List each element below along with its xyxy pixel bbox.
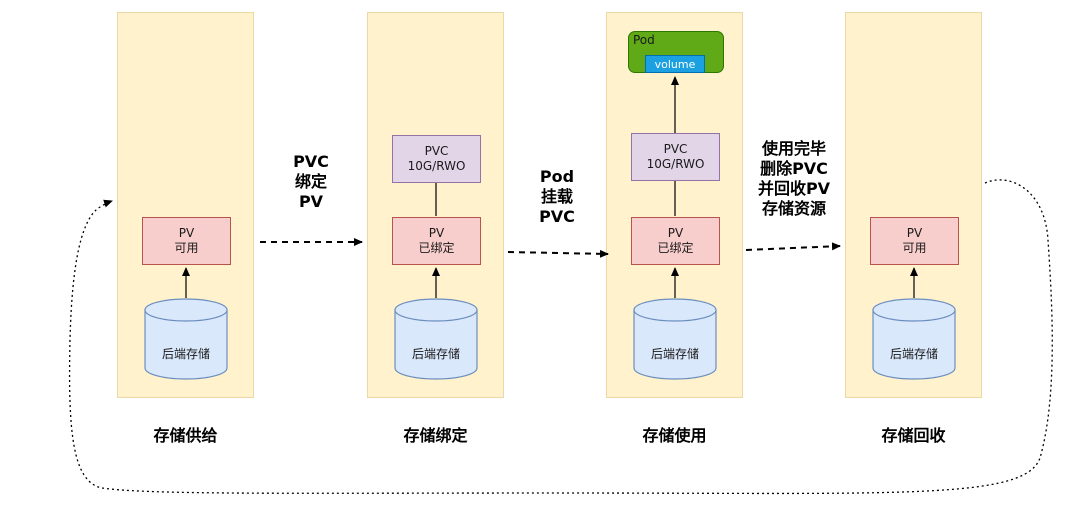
pv-box-reclaiming: PV 可用 (870, 217, 959, 265)
database-cylinder-icon (394, 298, 478, 380)
backend-storage-label: 后端存储 (889, 347, 938, 361)
transition-label-reclaim: 使用完毕 删除PVC 并回收PV 存储资源 (757, 139, 831, 218)
pvc-label: PVC (424, 144, 449, 158)
stage-title-binding: 存储绑定 (403, 426, 468, 445)
pod-label: Pod (633, 33, 655, 47)
transition-label-bind: PVC 绑定 PV (293, 152, 329, 211)
pv-label: PV (178, 226, 195, 240)
backend-storage-label: 后端存储 (161, 347, 210, 361)
pv-status: 可用 (174, 241, 199, 255)
pv-status: 可用 (902, 241, 927, 255)
pvc-capacity: 10G/RWO (407, 159, 466, 173)
database-cylinder-icon (144, 298, 228, 380)
pvc-label: PVC (663, 142, 688, 156)
pvc-box-binding: PVC 10G/RWO (392, 135, 481, 183)
database-cylinder-icon (872, 298, 956, 380)
transition-arrow-2 (507, 249, 609, 258)
pv-status: 已绑定 (418, 241, 455, 255)
pv-box-using: PV 已绑定 (631, 217, 720, 265)
transition-label-mount: Pod 挂载 PVC (539, 167, 575, 226)
stage-title-provisioning: 存储供给 (153, 426, 218, 445)
pv-label: PV (906, 226, 923, 240)
backend-storage-label: 后端存储 (650, 347, 699, 361)
pvc-capacity: 10G/RWO (646, 157, 705, 171)
database-cylinder-icon (633, 298, 717, 380)
pv-status: 已绑定 (657, 241, 694, 255)
backend-storage-label: 后端存储 (411, 347, 460, 361)
pv-box-provisioning: PV 可用 (142, 217, 231, 265)
recycle-loop (68, 179, 1053, 495)
pv-label: PV (667, 226, 684, 240)
pod-box: Pod volume (628, 31, 724, 73)
pv-label: PV (428, 226, 445, 240)
stage-title-reclaiming: 存储回收 (881, 426, 946, 445)
stage-title-using: 存储使用 (642, 426, 707, 445)
pv-box-binding: PV 已绑定 (392, 217, 481, 265)
pvc-box-using: PVC 10G/RWO (631, 133, 720, 181)
transition-arrow-3 (745, 242, 841, 251)
volume-box: volume (645, 55, 705, 73)
